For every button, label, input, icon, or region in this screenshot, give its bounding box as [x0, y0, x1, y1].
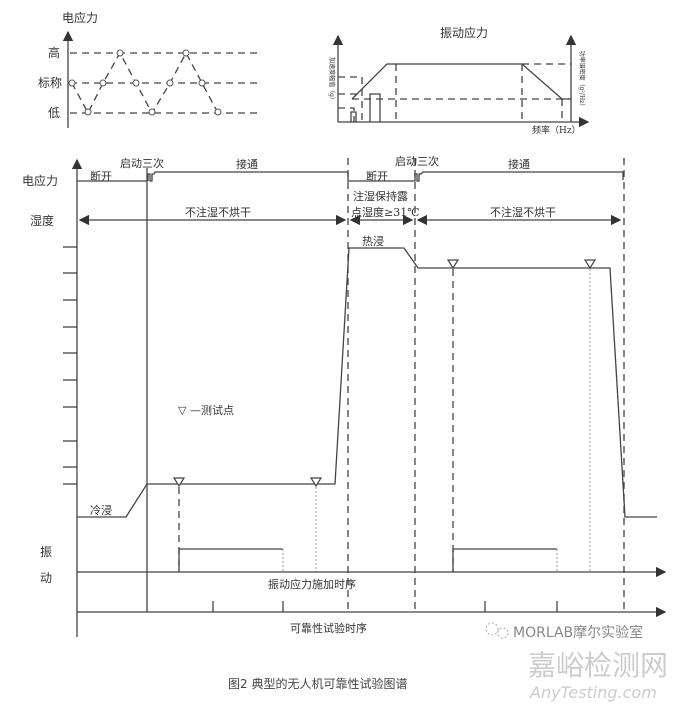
electrical-stress-chart: 电应力 高 标称 低	[38, 10, 258, 128]
logo-text: MORLAB摩尔实验室	[513, 624, 643, 641]
vib-right-label: 功率谱密度（g²/Hz）	[578, 51, 586, 110]
vib-left-label: 加速度幅值（g）	[328, 57, 336, 103]
test-point-icon	[309, 477, 323, 488]
sine-bar	[369, 93, 381, 122]
level-low: 低	[48, 106, 60, 120]
hot-soak-label: 热浸	[362, 235, 384, 248]
cold-soak-label: 冷浸	[90, 504, 112, 517]
vibration-stress-chart: 振动应力 加速度幅值（g） 功率谱密度（g²/Hz） 频率（Hz）	[328, 25, 590, 136]
vibration-pulse-1	[178, 548, 283, 572]
humidity-label-1: 不注湿不烘干	[185, 205, 251, 219]
row-label-electrical: 电应力	[22, 173, 58, 188]
test-timeline-label: 可靠性试验时序	[290, 621, 367, 635]
label-on-1: 接通	[236, 158, 258, 171]
watermark-cn: 嘉峪检测网	[528, 649, 668, 682]
elec-stress-line	[147, 171, 624, 182]
label-off-1: 断开	[90, 169, 112, 183]
temperature-profile	[77, 247, 657, 518]
vib-x-label: 频率（Hz）	[532, 124, 581, 136]
psd-profile	[351, 63, 571, 100]
main-timing-diagram: 电应力 湿度 振 动 断开 启动三次 接通 断开 启动三次 接通 不注湿不烘干 …	[22, 154, 667, 637]
row-label-vibration: 动	[40, 571, 52, 585]
test-point-markers	[172, 259, 597, 488]
label-on-2: 接通	[508, 158, 530, 171]
legend-test-point: ▽ —测试点	[178, 404, 234, 417]
morlab-logo: MORLAB摩尔实验室	[485, 622, 643, 641]
sine-bar	[350, 111, 357, 122]
watermark-en: AnyTesting.com	[529, 683, 657, 702]
elec-test-points	[68, 49, 222, 116]
level-nominal: 标称	[38, 76, 62, 90]
label-start-2: 启动三次	[395, 154, 439, 168]
test-point-icon	[172, 477, 186, 488]
test-point-icon	[446, 259, 460, 270]
level-high: 高	[48, 45, 60, 60]
vibration-pulse-2	[452, 548, 557, 572]
label-start-1: 启动三次	[120, 156, 164, 170]
test-point-icon	[583, 259, 597, 270]
row-label-humidity: 湿度	[30, 213, 54, 228]
humidity-mid-label-2: 点湿度≥31℃	[351, 205, 420, 219]
humidity-mid-label-1: 注湿保持露	[353, 189, 408, 203]
vibration-timeline-label: 振动应力施加时序	[268, 577, 356, 591]
elec-cycle-path	[71, 51, 219, 115]
temperature-ticks	[63, 246, 77, 485]
figure-caption: 图2 典型的无人机可靠性试验图谱	[228, 676, 407, 691]
elec-chart-title: 电应力	[62, 10, 98, 25]
humidity-label-2: 不注湿不烘干	[490, 205, 556, 219]
wechat-icon	[485, 622, 499, 636]
time-ticks	[212, 601, 558, 612]
row-label-vibration: 振	[40, 545, 52, 559]
vib-chart-title: 振动应力	[440, 25, 488, 40]
label-off-2: 断开	[366, 169, 388, 183]
